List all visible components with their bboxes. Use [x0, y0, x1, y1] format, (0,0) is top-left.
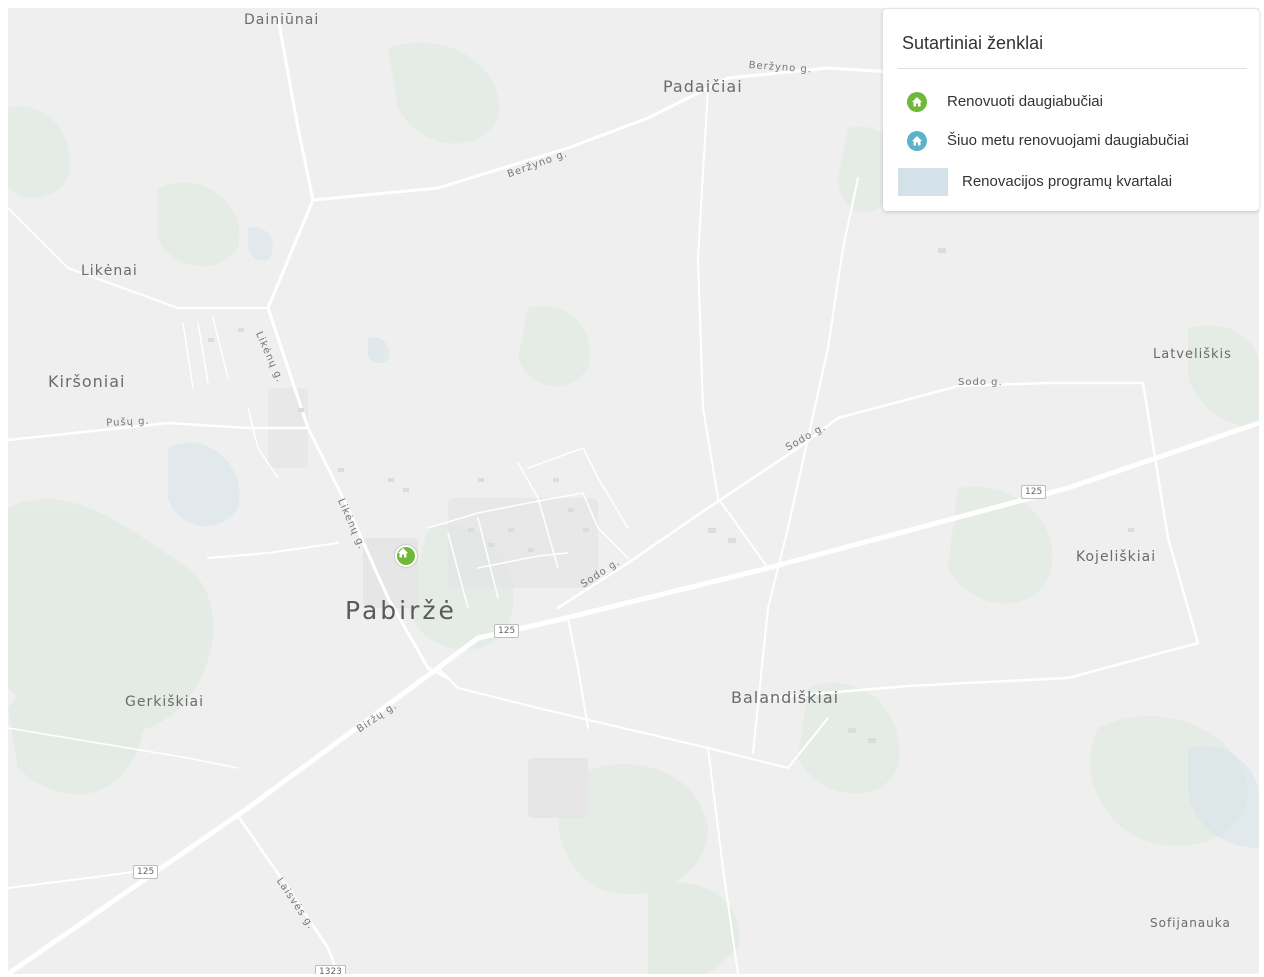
street-label-sodo: Sodo g.: [958, 377, 1003, 388]
place-label-likenai: Likėnai: [81, 263, 138, 279]
legend-divider: [898, 68, 1247, 69]
place-label-balandiskiai: Balandiškiai: [731, 688, 840, 707]
place-label-sofijanauka: Sofijanauka: [1150, 916, 1231, 930]
road-shield-125: 125: [1021, 485, 1047, 499]
legend-item-label: Renovuoti daugiabučiai: [947, 93, 1103, 110]
place-label-kojeliskiai: Kojeliškiai: [1076, 549, 1157, 565]
house-icon: [907, 131, 927, 151]
house-icon: [398, 548, 408, 558]
street-label-pusu: Pušų g.: [106, 415, 150, 429]
place-label-kirsoniai: Kiršoniai: [48, 372, 126, 391]
legend-title: Sutartiniai ženklai: [902, 33, 1044, 53]
place-label-latveliskis: Latveliškis: [1153, 347, 1232, 362]
legend-item-renovated: Renovuoti daugiabučiai: [883, 90, 1259, 114]
legend-item-under-renovation: Šiuo metu renovuojami daugiabučiai: [883, 129, 1259, 153]
place-label-padaiciai: Padaičiai: [663, 77, 743, 96]
place-label-dainiunai: Dainiūnai: [244, 12, 320, 28]
legend-item-label: Šiuo metu renovuojami daugiabučiai: [947, 132, 1189, 149]
legend-panel: Sutartiniai ženklai Renovuoti daugiabuči…: [883, 9, 1259, 211]
road-shield-125: 125: [133, 865, 159, 879]
legend-item-program-quarters: Renovacijos programų kvartalai: [883, 168, 1259, 196]
place-label-gerkiskiai: Gerkiškiai: [125, 694, 204, 710]
legend-item-label: Renovacijos programų kvartalai: [962, 173, 1173, 190]
renovated-building-marker[interactable]: [395, 545, 417, 567]
house-icon: [907, 92, 927, 112]
road-shield-125: 125: [494, 624, 520, 638]
road-shield-1323: 1323: [315, 965, 346, 974]
quarter-color-swatch: [898, 168, 948, 196]
place-label-pabirze: Pabiržė: [345, 596, 457, 625]
map-base-layer: [8, 16, 1259, 974]
